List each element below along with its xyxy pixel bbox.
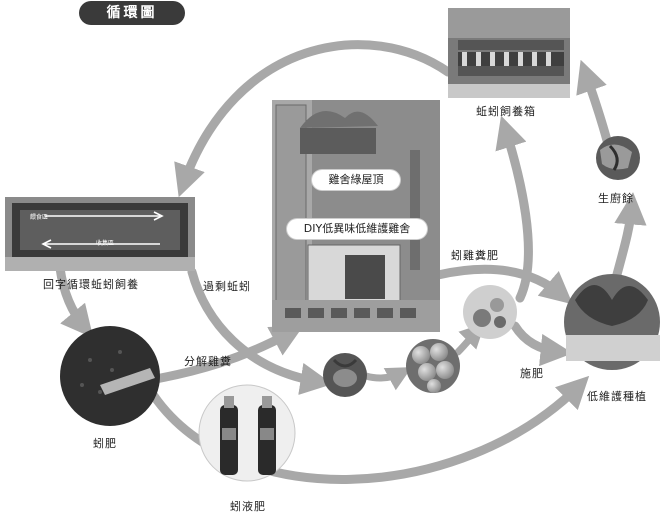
arrow-coop-manure <box>433 264 573 305</box>
worm-compost-label: 蚓肥 <box>93 437 117 450</box>
arrow-excess-worms <box>187 267 333 395</box>
worm-box-photo <box>448 8 570 98</box>
worm-chicken-fertilizer-label: 蚓雞糞肥 <box>451 249 499 262</box>
excess-worms-label: 過剩蚯蚓 <box>203 280 251 293</box>
arrow-fertilize <box>510 321 573 367</box>
worm-compost-photo <box>60 326 160 426</box>
loop-bin-photo <box>5 197 195 271</box>
coop-photo <box>272 100 440 332</box>
arrow-decompose <box>145 325 304 385</box>
worm-liquid-label: 蚓液肥 <box>230 500 266 513</box>
chicken-photo <box>323 353 367 397</box>
arrow-loop-down <box>55 263 94 338</box>
feed-zone-label: 餵食區 <box>30 214 49 221</box>
planter-photo <box>564 274 660 370</box>
kitchen-waste-label: 生廚餘 <box>598 192 634 205</box>
worm-box-label: 蚯蚓飼養箱 <box>476 105 536 118</box>
manure-fertilizer-photo <box>463 285 517 339</box>
coop-label: DIY低異味低維護雞舍 <box>287 219 427 239</box>
loop-bin-label: 回字循環蚯蚓飼養 <box>43 278 139 291</box>
arrow-planter-to-kitchen <box>610 192 647 287</box>
arrow-to-box <box>495 115 533 303</box>
planter-label: 低維護種植 <box>587 390 647 403</box>
decompose-manure-label: 分解雞糞 <box>184 355 232 368</box>
kitchen-waste-photo <box>596 136 640 180</box>
arrow-liquid <box>145 375 590 484</box>
arrow-chicken-to-eggs <box>362 367 412 391</box>
green-roof-label: 雞舍綠屋頂 <box>312 170 400 190</box>
diagram-title: 循環圖 <box>79 1 185 25</box>
fertilize-label: 施肥 <box>520 367 544 380</box>
arrow-box-to-loop <box>174 40 453 198</box>
collect-zone-label: 收集區 <box>96 240 115 247</box>
eggs-photo <box>406 339 460 393</box>
worm-liquid-photo <box>198 384 296 482</box>
